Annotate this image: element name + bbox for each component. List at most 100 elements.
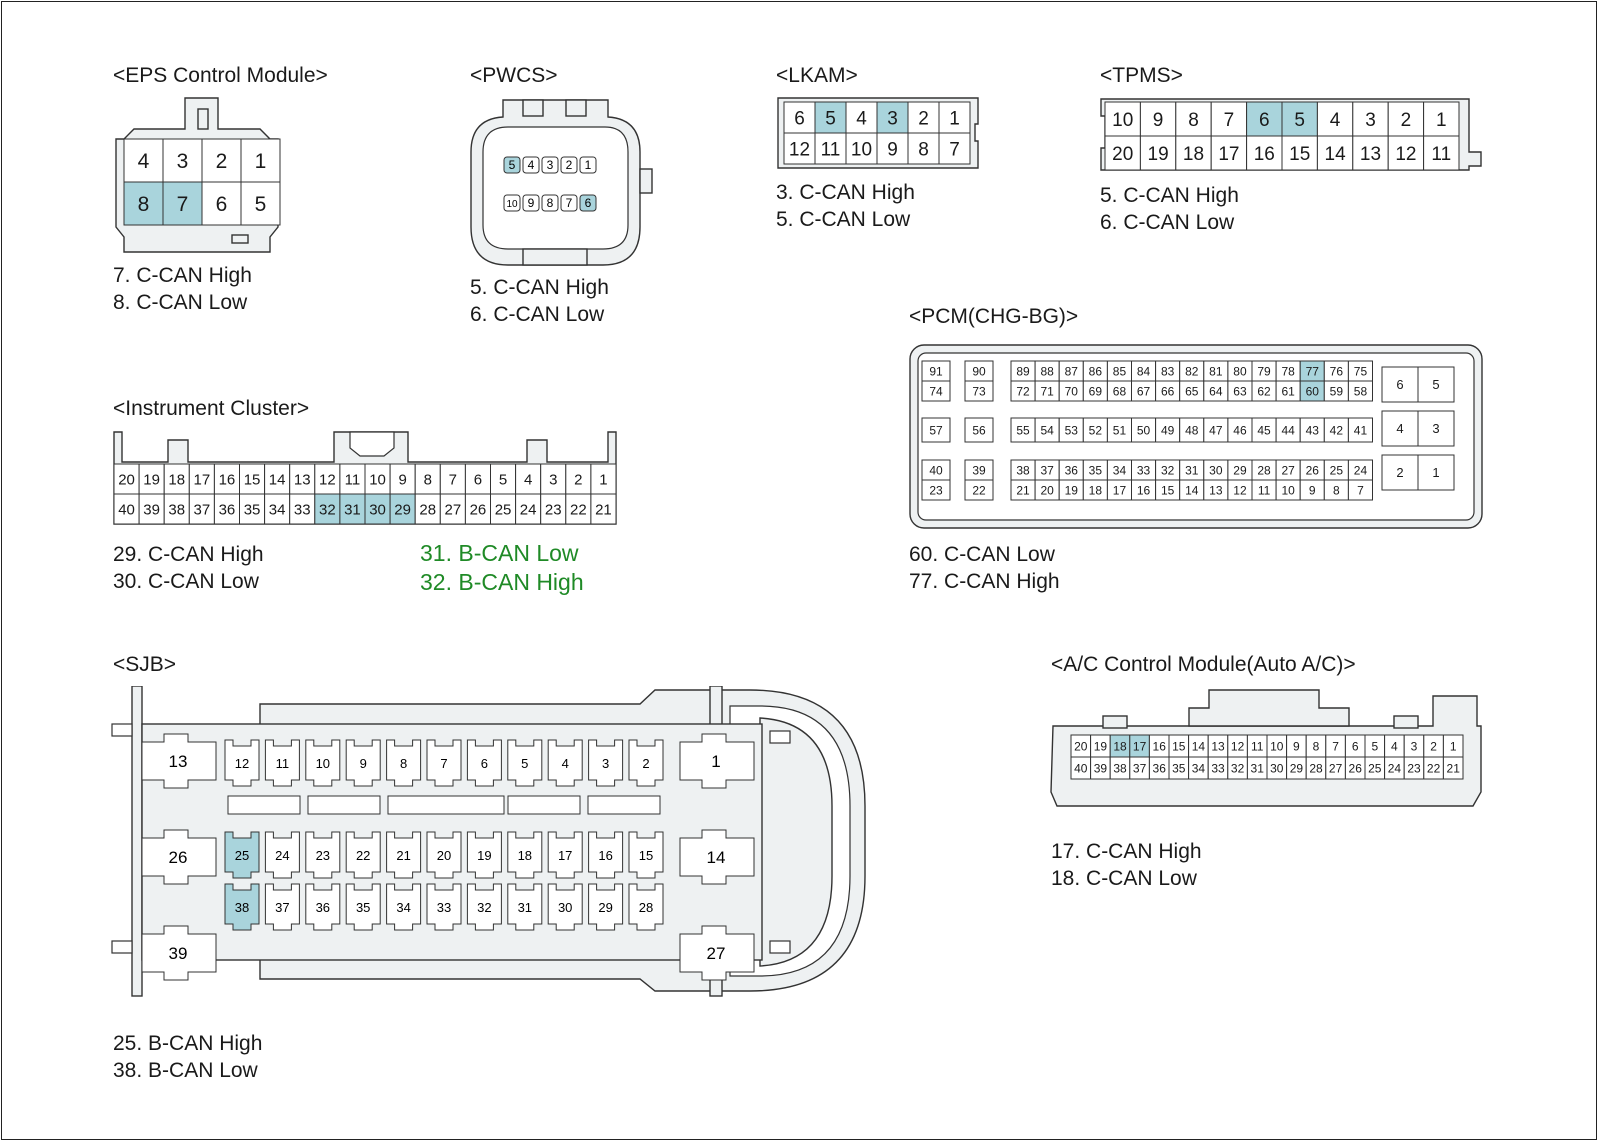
cluster-pin-15: 15 xyxy=(244,471,261,488)
pcm-pin-45: 45 xyxy=(1257,423,1271,437)
sjb-pin-37: 37 xyxy=(275,900,289,915)
cluster-pin-32: 32 xyxy=(319,501,336,518)
pcm-pin-44: 44 xyxy=(1281,423,1295,437)
cluster-pin-17: 17 xyxy=(194,471,211,488)
cluster-pin-35: 35 xyxy=(244,501,261,518)
ac-pin-25: 25 xyxy=(1368,761,1382,775)
tpms-pin-2: 2 xyxy=(1401,110,1412,131)
lkam-pin-6-cell xyxy=(783,101,816,134)
ac-title: <A/C Control Module(Auto A/C)> xyxy=(1051,653,1356,676)
cluster-pin-8: 8 xyxy=(424,471,432,488)
pcm-pin-68: 68 xyxy=(1113,384,1127,398)
cluster-pin-12-cell xyxy=(314,463,341,495)
sjb-pin-27: 27 xyxy=(707,944,726,963)
pcm-pin-51: 51 xyxy=(1113,423,1127,437)
cluster-pin-21-cell xyxy=(590,493,617,525)
sjb-pin-13-cell xyxy=(141,733,217,789)
sjb-pin-38: 38 xyxy=(235,900,249,915)
sjb-pin-14-cell xyxy=(679,829,755,885)
sjb-pin-10-cell xyxy=(305,739,341,787)
sjb-title: <SJB> xyxy=(113,653,177,676)
sjb-separator-slot xyxy=(507,795,581,815)
pcm-pin-11: 11 xyxy=(1258,483,1271,497)
tpms-pin-14-cell xyxy=(1316,135,1354,171)
tpms-pin-10: 10 xyxy=(1112,110,1133,131)
cluster-pin-2: 2 xyxy=(574,471,582,488)
pcm-pin-85: 85 xyxy=(1113,364,1127,378)
pcm-pin-74-cell xyxy=(921,380,951,402)
pcm-pin-9: 9 xyxy=(1309,483,1316,497)
ac-pin-40: 40 xyxy=(1074,761,1088,775)
pcm-pin-52-cell xyxy=(1082,417,1108,443)
pcm-pin-83: 83 xyxy=(1161,364,1175,378)
ac-pin-29: 29 xyxy=(1290,761,1304,775)
cluster-pin-37-cell xyxy=(188,493,215,525)
sjb-pin-16-cell xyxy=(588,831,624,879)
pcm-pin-13: 13 xyxy=(1209,483,1223,497)
pcm-pin-44-cell xyxy=(1275,417,1301,443)
lkam-pin-12: 12 xyxy=(789,139,810,160)
pwcs-pin-9: 9 xyxy=(528,196,535,210)
pcm-pin-40: 40 xyxy=(929,463,943,477)
sjb-pin-31-cell xyxy=(507,883,543,931)
sjb-pin-2-cell xyxy=(628,739,664,787)
lkam-pin-11: 11 xyxy=(821,139,841,160)
cluster-pin-1: 1 xyxy=(599,471,607,488)
pcm-pin-70: 70 xyxy=(1065,384,1079,398)
cluster-notes: 29. C-CAN High 30. C-CAN Low xyxy=(113,541,264,595)
pcm-pin-62: 62 xyxy=(1257,384,1271,398)
sjb-pin-4-cell xyxy=(547,739,583,787)
tpms-pin-3-cell xyxy=(1352,101,1389,137)
sjb-pin-36: 36 xyxy=(316,900,330,915)
sjb-pin-32: 32 xyxy=(477,900,491,915)
ac-pin-21-cell xyxy=(1442,756,1464,780)
ac-pin-4: 4 xyxy=(1391,739,1398,753)
ac-pin-16: 16 xyxy=(1153,739,1167,753)
sjb-pin-11: 11 xyxy=(276,756,290,771)
pwcs-pin-10: 10 xyxy=(506,199,518,210)
tpms-pin-11: 11 xyxy=(1431,144,1451,165)
lkam-pin-4: 4 xyxy=(856,108,867,129)
pcm-pin-26: 26 xyxy=(1306,463,1320,477)
cluster-note-2: 30. C-CAN Low xyxy=(113,570,259,593)
pcm-pin-82: 82 xyxy=(1185,364,1199,378)
cluster-pin-12: 12 xyxy=(319,471,336,488)
pcm-pin-30: 30 xyxy=(1209,463,1223,477)
sjb-pin-22-cell xyxy=(345,831,381,879)
ac-pin-12: 12 xyxy=(1231,739,1245,753)
ac-pin-28: 28 xyxy=(1309,761,1323,775)
sjb-pin-5: 5 xyxy=(521,756,528,771)
cluster-pin-2-cell xyxy=(565,463,592,495)
cluster-pin-23: 23 xyxy=(545,501,562,518)
cluster-pin-28: 28 xyxy=(419,501,436,518)
tpms-pin-18: 18 xyxy=(1183,144,1204,165)
sjb-pin-22: 22 xyxy=(356,848,370,863)
pcm-pin-1-cell xyxy=(1417,454,1455,491)
eps-pin-6: 6 xyxy=(216,193,228,216)
sjb-pin-11-cell xyxy=(264,739,300,787)
sjb-pin-18: 18 xyxy=(518,848,532,863)
pwcs-pin-8: 8 xyxy=(547,196,554,210)
ac-pin-1: 1 xyxy=(1450,739,1457,753)
cluster-pin-13-cell xyxy=(289,463,316,495)
pcm-pin-19: 19 xyxy=(1065,483,1079,497)
ac-pin-14: 14 xyxy=(1192,739,1206,753)
pwcs-pin-2: 2 xyxy=(566,158,573,172)
tpms-pin-20: 20 xyxy=(1112,144,1133,165)
eps-note-2: 8. C-CAN Low xyxy=(113,291,248,314)
cluster-pin-28-cell xyxy=(414,493,441,525)
lkam-pin-12-cell xyxy=(783,132,816,165)
sjb-pin-33-cell xyxy=(426,883,462,931)
cluster-pin-5-cell xyxy=(490,463,517,495)
pcm-pin-3-cell xyxy=(1417,410,1455,447)
ac-pin-5: 5 xyxy=(1371,739,1378,753)
pcm-pin-47-cell xyxy=(1203,417,1229,443)
ac-pin-21: 21 xyxy=(1447,761,1461,775)
sjb-pin-14: 14 xyxy=(707,848,726,867)
tpms-pin-17: 17 xyxy=(1218,144,1239,165)
pcm-pin-47: 47 xyxy=(1209,423,1223,437)
sjb-separator-slot xyxy=(227,795,301,815)
